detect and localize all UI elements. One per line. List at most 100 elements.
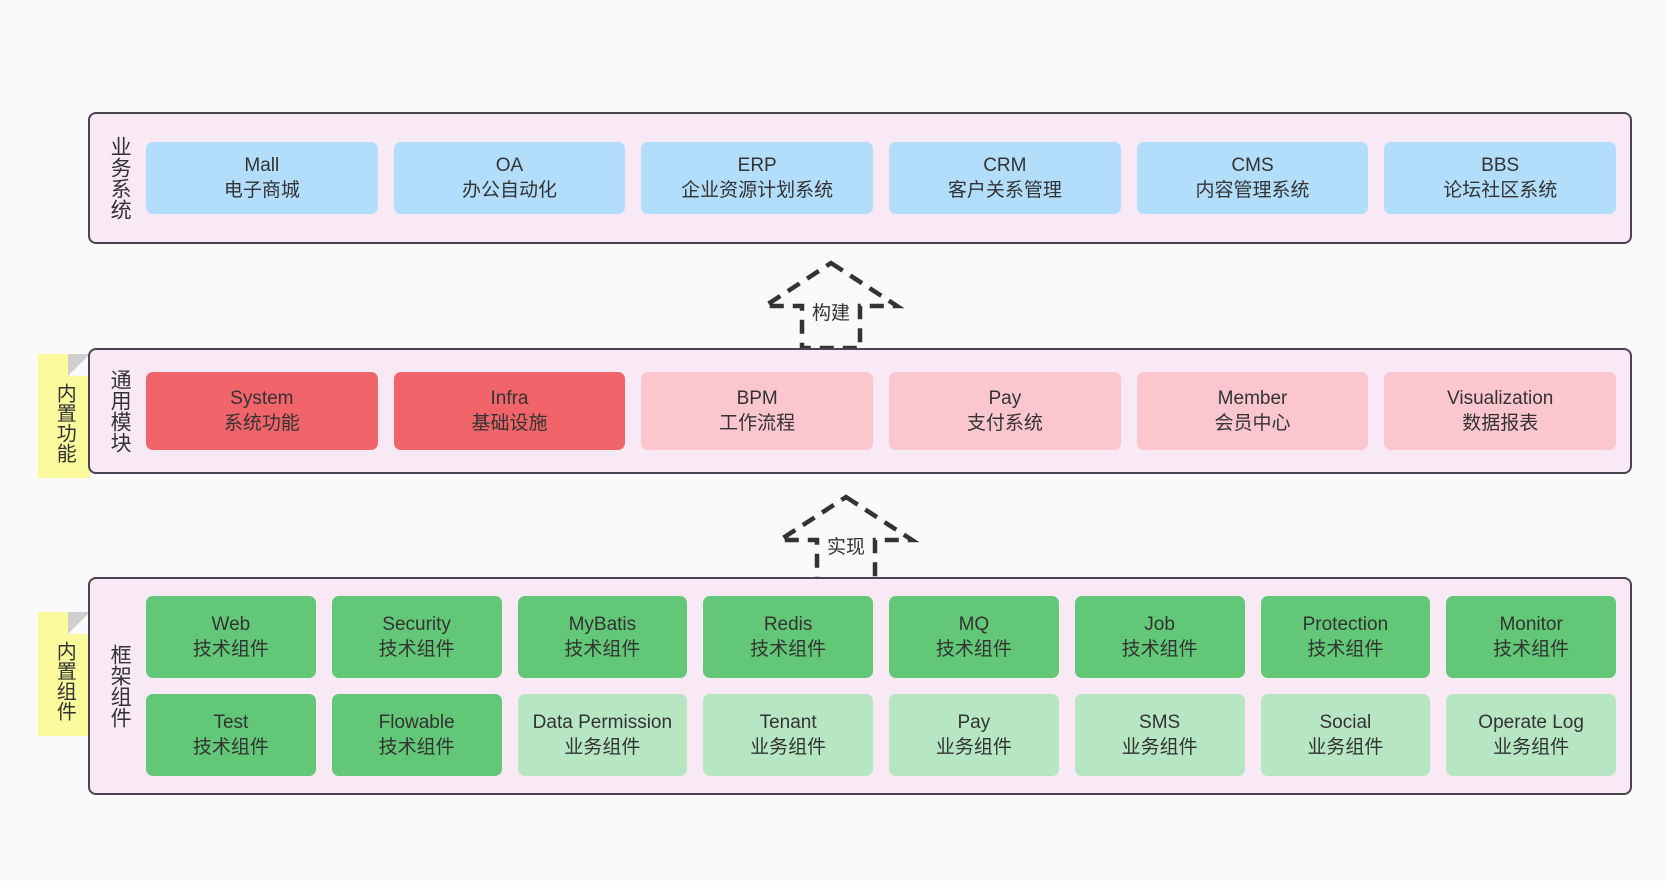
framework-business-row: Test 技术组件 Flowable 技术组件 Data Permission … (146, 694, 1616, 776)
note-builtin-function-label: 内置功能 (53, 383, 76, 463)
card-cms-name: CMS (1231, 154, 1274, 176)
card-pay-business-name: Pay (957, 711, 991, 733)
card-monitor-desc: 技术组件 (1493, 639, 1570, 660)
card-pay-business[interactable]: Pay 业务组件 (889, 694, 1059, 776)
card-web-desc: 技术组件 (192, 639, 269, 660)
card-oa-desc: 办公自动化 (462, 180, 558, 201)
card-infra[interactable]: Infra 基础设施 (393, 372, 626, 450)
card-crm-desc: 客户关系管理 (947, 180, 1062, 201)
card-crm[interactable]: CRM 客户关系管理 (889, 142, 1121, 214)
layer-business-title: 业务系统 (108, 136, 132, 220)
card-monitor[interactable]: Monitor 技术组件 (1446, 596, 1616, 678)
card-member-name: Member (1217, 387, 1288, 409)
card-crm-name: CRM (983, 154, 1027, 176)
card-system-desc: 系统功能 (223, 413, 300, 434)
card-mq-name: MQ (958, 613, 990, 635)
card-social-desc: 业务组件 (1307, 737, 1384, 758)
card-protection-name: Protection (1302, 613, 1389, 635)
card-flowable-desc: 技术组件 (378, 737, 455, 758)
business-card-row: Mall 电子商城 OA 办公自动化 ERP 企业资源计划系统 CRM 客户关系… (146, 142, 1617, 214)
card-erp-desc: 企业资源计划系统 (681, 180, 834, 201)
card-operate-log-name: Operate Log (1478, 711, 1584, 733)
card-flowable[interactable]: Flowable 技术组件 (331, 694, 502, 776)
card-mall-desc: 电子商城 (223, 180, 300, 201)
card-operate-log[interactable]: Operate Log 业务组件 (1446, 694, 1616, 776)
card-web[interactable]: Web 技术组件 (146, 596, 316, 678)
card-operate-log-desc: 业务组件 (1493, 737, 1570, 758)
card-bbs-desc: 论坛社区系统 (1443, 180, 1558, 201)
card-system-name: System (230, 387, 294, 409)
card-mybatis[interactable]: MyBatis 技术组件 (517, 596, 688, 678)
card-sms-desc: 业务组件 (1121, 737, 1198, 758)
layer-common-module: 通用模块 System 系统功能 Infra 基础设施 BPM 工作流程 Pay… (88, 348, 1632, 474)
card-redis[interactable]: Redis 技术组件 (703, 596, 873, 678)
card-tenant-desc: 业务组件 (750, 737, 827, 758)
card-tenant[interactable]: Tenant 业务组件 (703, 694, 873, 776)
card-test-name: Test (213, 711, 249, 733)
card-sms-name: SMS (1139, 711, 1181, 733)
card-infra-desc: 基础设施 (471, 413, 548, 434)
card-pay-desc: 支付系统 (966, 413, 1043, 434)
card-cms[interactable]: CMS 内容管理系统 (1136, 142, 1369, 214)
card-bpm-desc: 工作流程 (719, 413, 796, 434)
note-builtin-component: 内置组件 (38, 612, 90, 736)
layer-common-body: System 系统功能 Infra 基础设施 BPM 工作流程 Pay 支付系统… (138, 350, 1630, 472)
card-data-permission-name: Data Permission (532, 711, 673, 733)
layer-business-system: 业务系统 Mall 电子商城 OA 办公自动化 ERP 企业资源计划系统 CRM… (88, 112, 1632, 244)
card-mall-name: Mall (244, 154, 280, 176)
card-security[interactable]: Security 技术组件 (331, 596, 502, 678)
card-cms-desc: 内容管理系统 (1195, 180, 1310, 201)
card-mybatis-name: MyBatis (568, 613, 637, 635)
card-visualization-desc: 数据报表 (1462, 413, 1539, 434)
card-mall[interactable]: Mall 电子商城 (146, 142, 378, 214)
card-security-desc: 技术组件 (378, 639, 455, 660)
card-web-name: Web (211, 613, 251, 635)
layer-business-body: Mall 电子商城 OA 办公自动化 ERP 企业资源计划系统 CRM 客户关系… (138, 114, 1630, 242)
card-mq-desc: 技术组件 (935, 639, 1012, 660)
card-infra-name: Infra (490, 387, 529, 409)
card-bbs-name: BBS (1481, 154, 1520, 176)
card-tenant-name: Tenant (759, 711, 817, 733)
arrow-build: 构建 (757, 258, 905, 353)
arrow-implement-shape (772, 494, 920, 585)
note-builtin-component-label: 内置组件 (53, 641, 76, 721)
card-social[interactable]: Social 业务组件 (1260, 694, 1431, 776)
card-erp[interactable]: ERP 企业资源计划系统 (641, 142, 874, 214)
card-bpm-name: BPM (736, 387, 778, 409)
card-flowable-name: Flowable (378, 711, 455, 733)
card-member[interactable]: Member 会员中心 (1136, 372, 1369, 450)
layer-framework-title: 框架组件 (108, 644, 132, 728)
note-builtin-function: 内置功能 (38, 354, 90, 478)
card-pay[interactable]: Pay 支付系统 (889, 372, 1121, 450)
card-protection-desc: 技术组件 (1307, 639, 1384, 660)
card-member-desc: 会员中心 (1214, 413, 1291, 434)
card-security-name: Security (382, 613, 451, 635)
card-social-name: Social (1319, 711, 1372, 733)
card-bbs[interactable]: BBS 论坛社区系统 (1384, 142, 1617, 214)
layer-common-title: 通用模块 (108, 369, 132, 453)
card-mybatis-desc: 技术组件 (564, 639, 641, 660)
arrow-implement: 实现 (772, 492, 920, 587)
card-protection[interactable]: Protection 技术组件 (1260, 596, 1431, 678)
card-erp-name: ERP (737, 154, 777, 176)
card-oa[interactable]: OA 办公自动化 (393, 142, 626, 214)
layer-framework-component: 框架组件 Web 技术组件 Security 技术组件 MyBatis 技术组件… (88, 577, 1632, 795)
card-data-permission[interactable]: Data Permission 业务组件 (517, 694, 688, 776)
card-redis-name: Redis (763, 613, 813, 635)
layer-framework-body: Web 技术组件 Security 技术组件 MyBatis 技术组件 Redi… (138, 579, 1630, 793)
card-visualization[interactable]: Visualization 数据报表 (1384, 372, 1617, 450)
card-mq[interactable]: MQ 技术组件 (889, 596, 1059, 678)
arrow-build-shape (757, 260, 905, 351)
card-redis-desc: 技术组件 (750, 639, 827, 660)
card-bpm[interactable]: BPM 工作流程 (641, 372, 874, 450)
card-test[interactable]: Test 技术组件 (146, 694, 316, 776)
card-pay-name: Pay (988, 387, 1022, 409)
card-system[interactable]: System 系统功能 (146, 372, 378, 450)
card-visualization-name: Visualization (1447, 387, 1554, 409)
card-job[interactable]: Job 技术组件 (1074, 596, 1245, 678)
common-card-row: System 系统功能 Infra 基础设施 BPM 工作流程 Pay 支付系统… (146, 372, 1617, 450)
card-pay-business-desc: 业务组件 (935, 737, 1012, 758)
card-sms[interactable]: SMS 业务组件 (1074, 694, 1245, 776)
card-data-permission-desc: 业务组件 (564, 737, 641, 758)
card-job-desc: 技术组件 (1121, 639, 1198, 660)
